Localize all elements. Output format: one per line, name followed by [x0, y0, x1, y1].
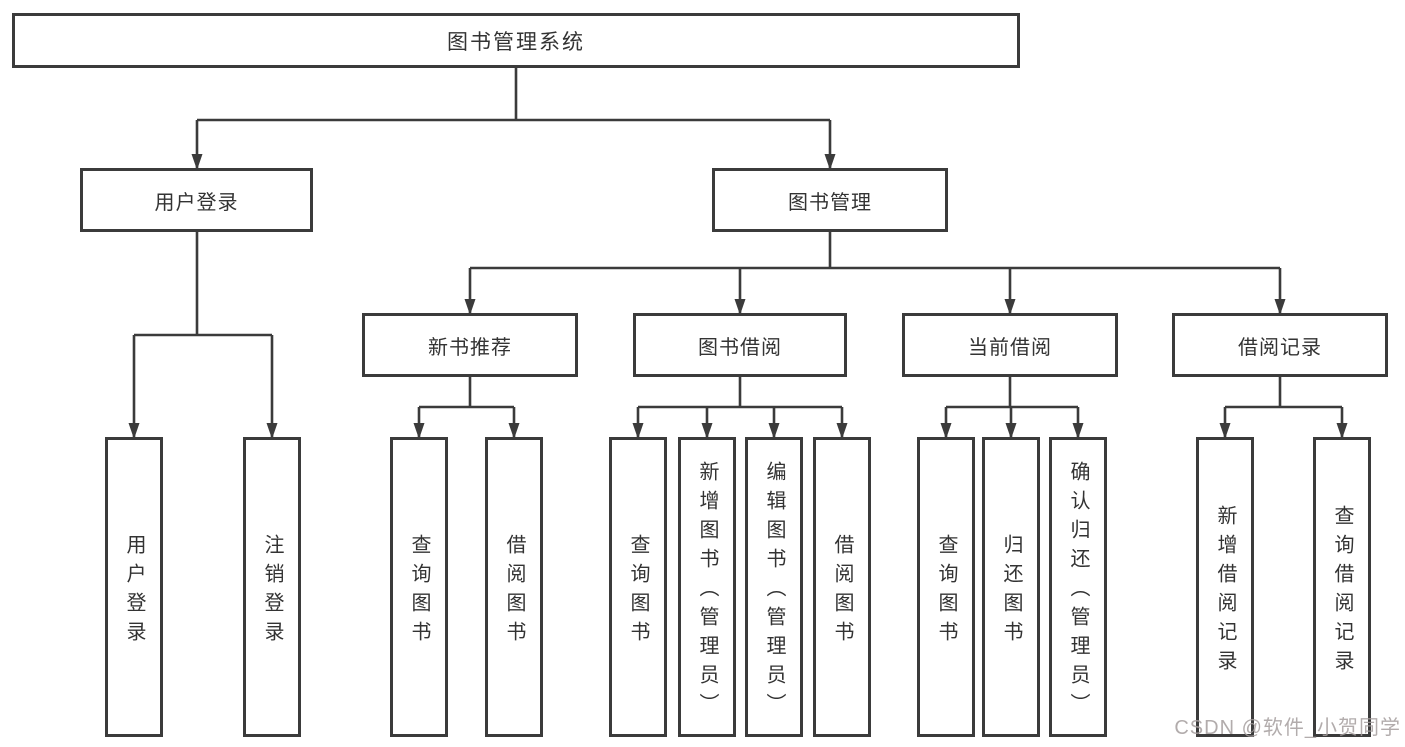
- leaf-borrow-book-recommend: 借阅图书: [485, 437, 543, 737]
- node-book-management: 图书管理: [712, 168, 948, 232]
- leaf-label: 查询图书: [935, 533, 957, 650]
- leaf-label: 确认归还（管理员）: [1067, 461, 1089, 722]
- leaf-label: 借阅图书: [503, 533, 525, 650]
- leaf-label: 用户登录: [123, 533, 145, 650]
- leaf-return-book: 归还图书: [982, 437, 1040, 737]
- leaf-label: 新增借阅记录: [1214, 504, 1236, 679]
- leaf-query-book-recommend: 查询图书: [390, 437, 448, 737]
- node-borrow-records: 借阅记录: [1172, 313, 1388, 377]
- leaf-edit-book-admin: 编辑图书（管理员）: [745, 437, 803, 737]
- leaf-label: 查询借阅记录: [1331, 504, 1353, 679]
- node-new-book-recommend: 新书推荐: [362, 313, 578, 377]
- leaf-confirm-return-admin: 确认归还（管理员）: [1049, 437, 1107, 737]
- arrowheads: [128, 154, 1348, 439]
- node-book-borrow: 图书借阅: [633, 313, 847, 377]
- leaf-label: 借阅图书: [831, 533, 853, 650]
- leaf-label: 归还图书: [1000, 533, 1022, 650]
- leaf-add-book-admin: 新增图书（管理员）: [678, 437, 736, 737]
- leaf-query-book-borrow: 查询图书: [609, 437, 667, 737]
- leaf-user-login: 用户登录: [105, 437, 163, 737]
- leaf-add-borrow-record: 新增借阅记录: [1196, 437, 1254, 737]
- leaf-label: 编辑图书（管理员）: [763, 461, 785, 722]
- node-user-login: 用户登录: [80, 168, 313, 232]
- leaf-label: 注销登录: [261, 533, 283, 650]
- leaf-query-borrow-record: 查询借阅记录: [1313, 437, 1371, 737]
- leaf-label: 查询图书: [408, 533, 430, 650]
- leaf-query-book-current: 查询图书: [917, 437, 975, 737]
- node-root-system: 图书管理系统: [12, 13, 1020, 68]
- csdn-watermark: CSDN @软件_小贺同学: [1174, 717, 1401, 739]
- node-current-borrow: 当前借阅: [902, 313, 1118, 377]
- leaf-label: 查询图书: [627, 533, 649, 650]
- leaf-label: 新增图书（管理员）: [696, 461, 718, 722]
- leaf-logout: 注销登录: [243, 437, 301, 737]
- leaf-borrow-book: 借阅图书: [813, 437, 871, 737]
